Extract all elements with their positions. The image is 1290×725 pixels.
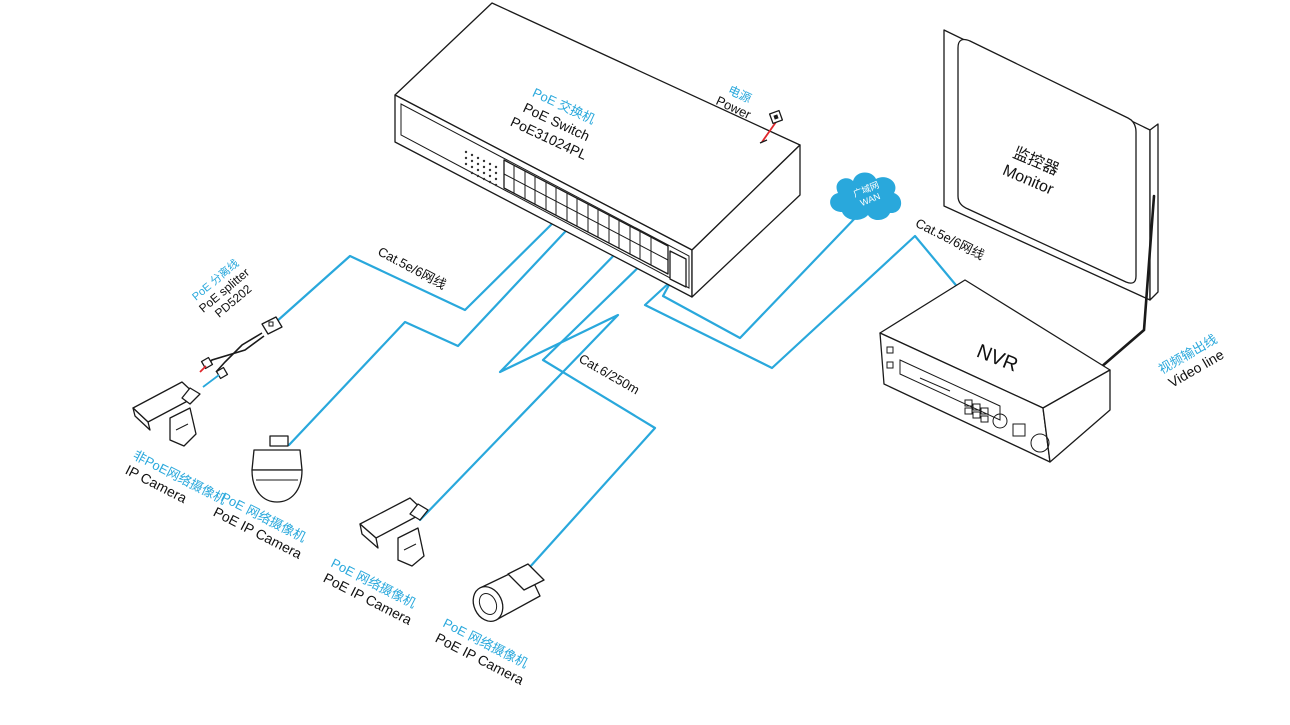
camera-2-label: PoE 网络摄像机 PoE IP Camera bbox=[211, 489, 309, 562]
nvr-side bbox=[1042, 369, 1111, 463]
power-socket-icon bbox=[759, 109, 784, 144]
cable-label-right: Cat.5e/6网线 bbox=[913, 215, 987, 262]
camera-3-label: PoE 网络摄像机 PoE IP Camera bbox=[321, 555, 419, 628]
cloud-icon bbox=[830, 172, 902, 221]
monitor: 监控器 Monitor bbox=[943, 29, 1159, 301]
switch-ports-icon bbox=[503, 159, 687, 288]
cables bbox=[274, 206, 962, 580]
bullet-lens-camera-icon bbox=[472, 563, 545, 623]
camera-1-label: 非PoE网络摄像机 IP Camera bbox=[123, 447, 229, 507]
nvr-buttons-icon bbox=[964, 399, 1050, 453]
nvr: NVR bbox=[879, 279, 1111, 463]
wan-cloud: 广域网 WAN bbox=[830, 172, 902, 221]
cable-nvr bbox=[643, 234, 962, 370]
switch-side bbox=[691, 144, 801, 298]
switch-front-bezel bbox=[400, 103, 690, 289]
switch-vent-icon bbox=[464, 150, 498, 187]
cable-splitter bbox=[274, 206, 570, 324]
cable-dome-camera bbox=[287, 216, 580, 447]
bullet-camera-icon bbox=[132, 381, 201, 447]
monitor-bezel bbox=[957, 38, 1137, 284]
switch-label: PoE 交换机 PoE Switch PoE31024PL bbox=[508, 85, 597, 163]
video-line-cable bbox=[1098, 194, 1156, 370]
poe-switch: PoE 交换机 PoE Switch PoE31024PL 电源 Power bbox=[394, 2, 801, 298]
dome-camera-icon bbox=[251, 435, 303, 503]
cable-bullet-camera bbox=[518, 256, 657, 580]
cable-label-long: Cat.6/250m bbox=[576, 351, 642, 398]
cable-box-camera bbox=[418, 244, 625, 522]
box-camera-icon bbox=[359, 497, 429, 567]
poe-splitter: PoE 分离线 PoE splitter PD5202 bbox=[189, 256, 283, 388]
camera-4-label: PoE 网络摄像机 PoE IP Camera bbox=[433, 615, 531, 688]
video-line-label: 视频输出线 Video line bbox=[1156, 331, 1227, 390]
